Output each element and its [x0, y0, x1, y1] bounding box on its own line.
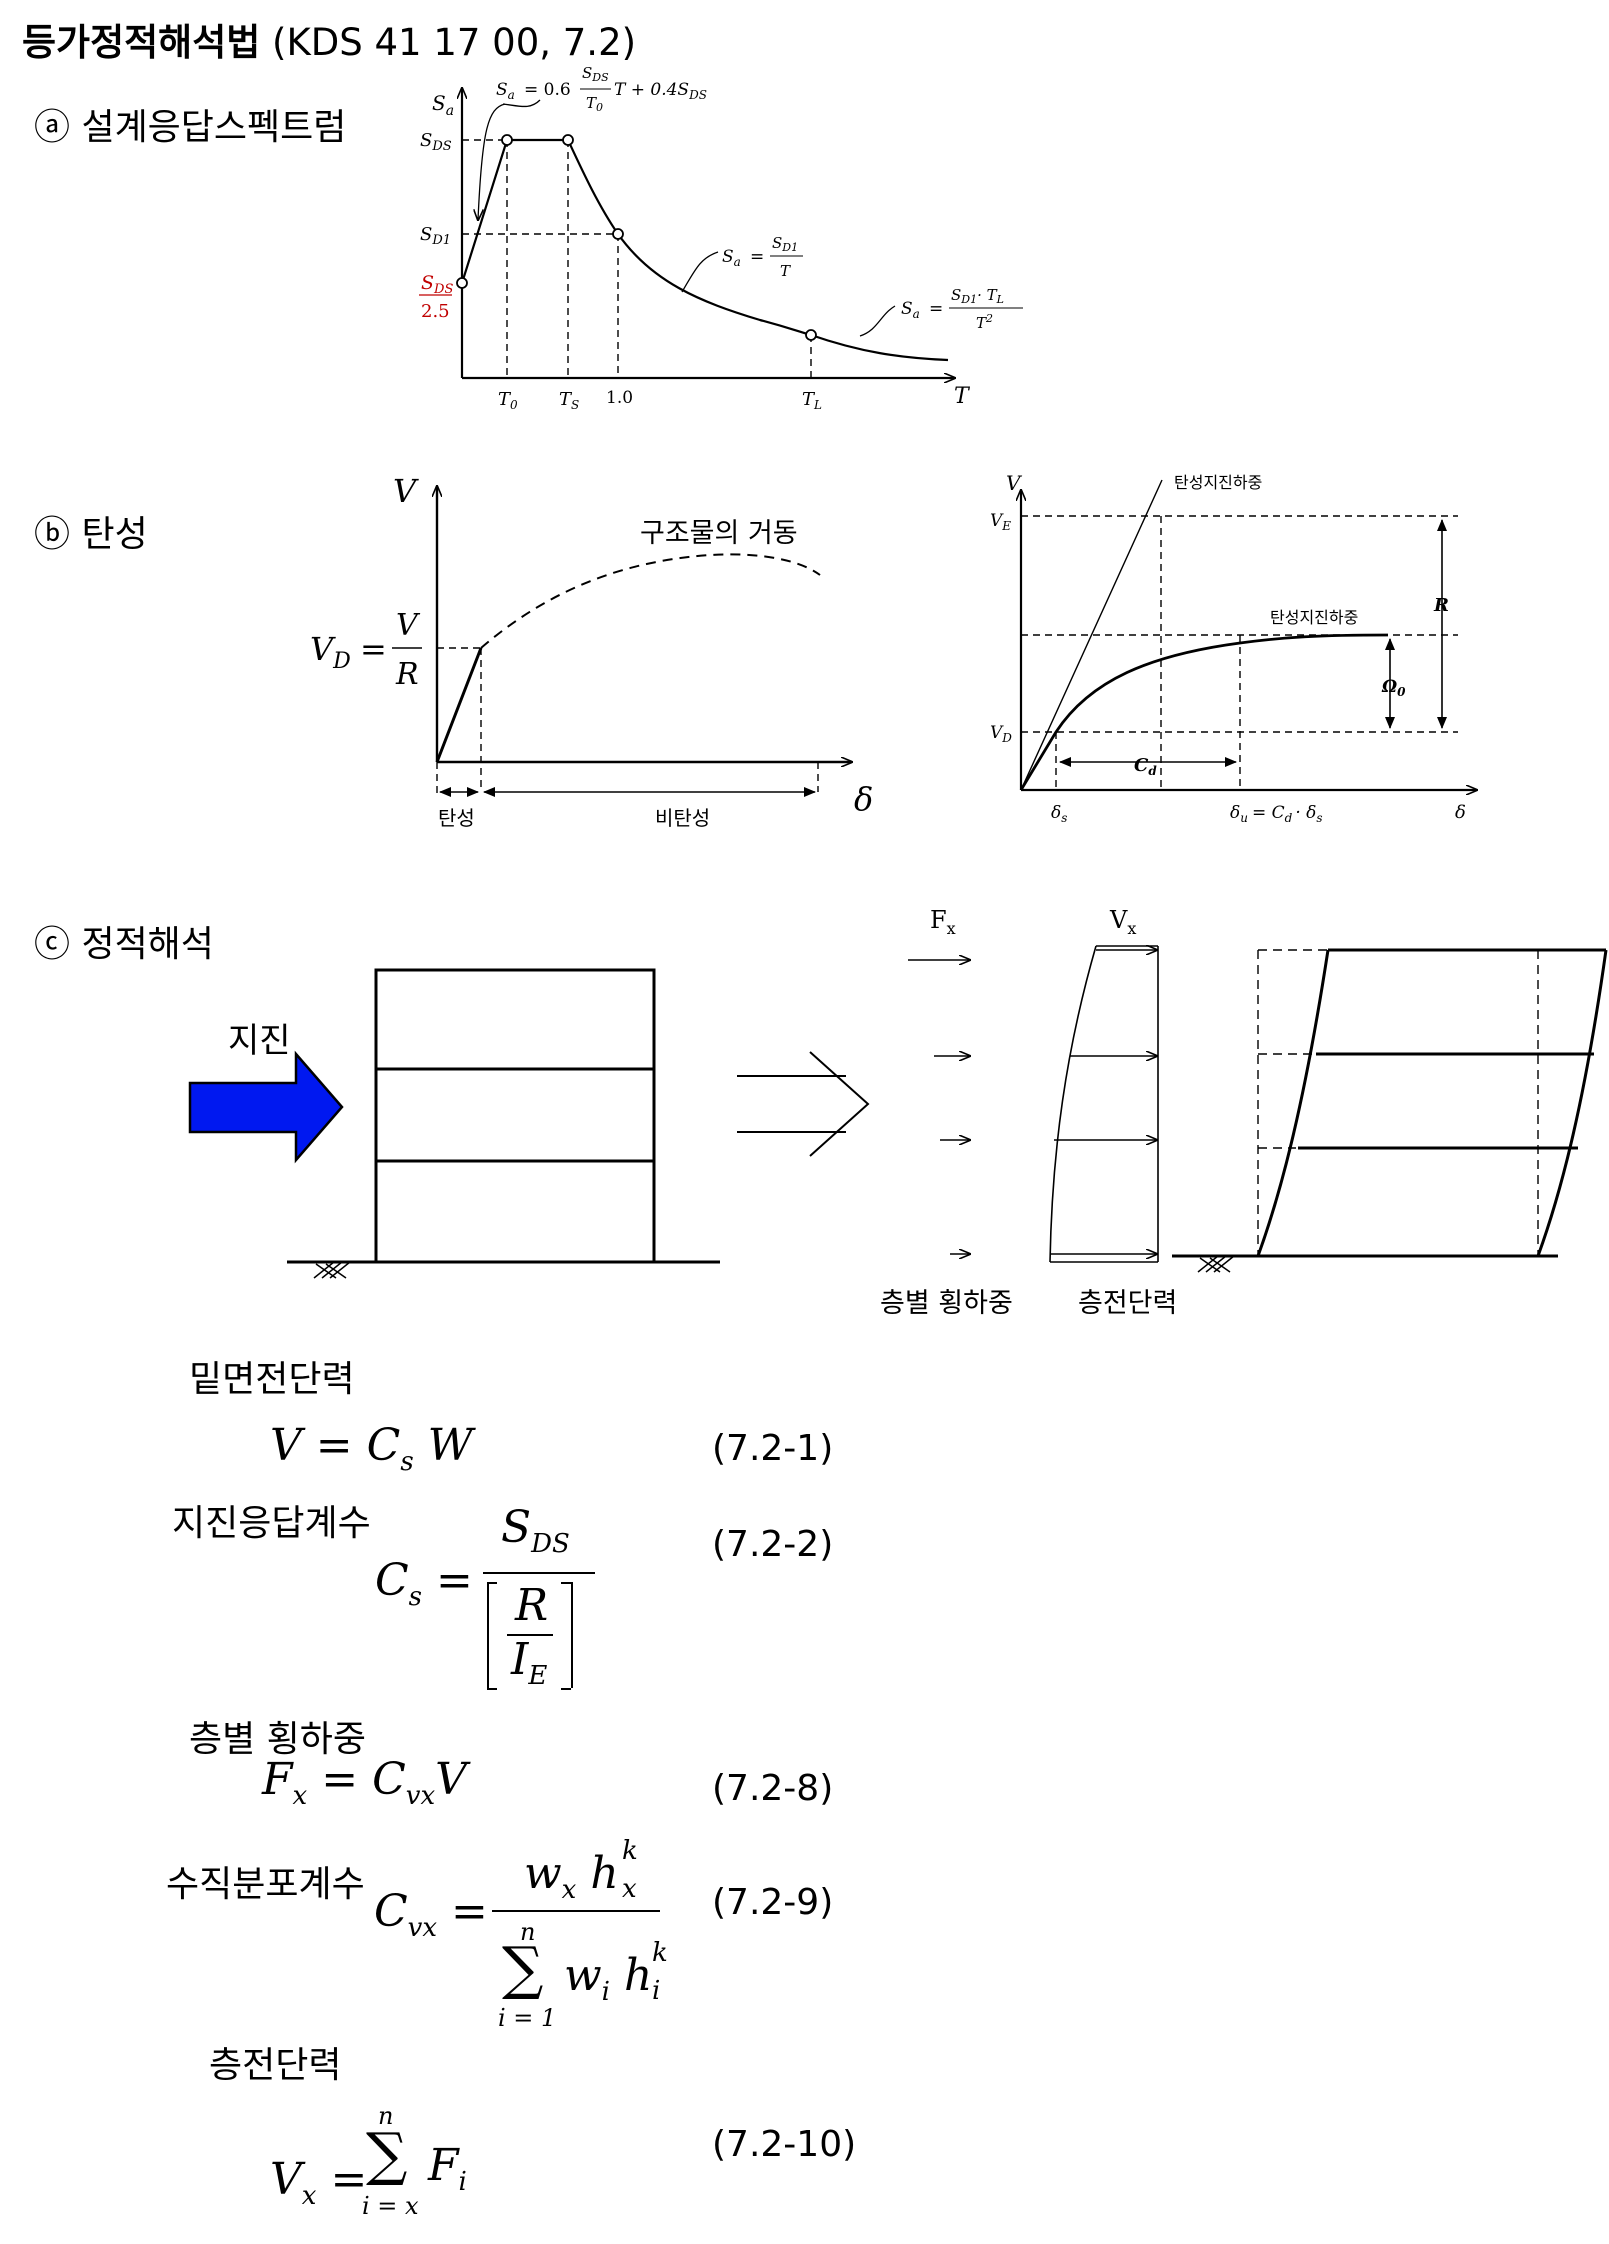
page-title-ref: (KDS 41 17 00, 7.2) [260, 21, 637, 64]
spectrum-ts-label: TS [559, 389, 579, 412]
behavior-label: 구조물의 거동 [640, 518, 798, 549]
formula-story-shear: Vx = n ∑ i = x Fi [270, 2102, 467, 2220]
elastic-right-guides [1021, 515, 1458, 790]
svg-text:SDS: SDS [421, 272, 453, 297]
spectrum-y-label: Sa [432, 91, 454, 119]
eq2-label: 지진응답계수 [172, 1503, 371, 1544]
eq3-label: 층별 횡하중 [189, 1719, 367, 1760]
spectrum-chart: Sa T SDS SD1 SDS 2.5 T0 TS 1.0 TL Sa = 0… [419, 64, 1023, 412]
story-shear-label: 층전단력 [1078, 1288, 1177, 1319]
implies-arrow-icon [737, 1051, 870, 1157]
spectrum-eq-velocity: Sa = SD1 T [722, 234, 803, 280]
svg-text:Sa: Sa [722, 247, 741, 269]
deformed-building [1172, 948, 1608, 1273]
formula-floor-force: Fx = CvxV [262, 1754, 467, 1811]
elastic-load-mid-label: 탄성지진하중 [1270, 608, 1358, 627]
eq4-number: (7.2-9) [712, 1882, 834, 1923]
quake-label: 지진 [228, 1021, 291, 1061]
ds-label: δs [1051, 803, 1067, 825]
vx-label: Vx [1109, 906, 1136, 938]
section-b-heading: ⓑ 탄성 [34, 514, 148, 555]
elastic-left-v-label: V [393, 472, 419, 510]
r-label: R [1433, 595, 1449, 616]
omega-label: Ω0 [1381, 677, 1406, 699]
eq4-label: 수직분포계수 [166, 1864, 365, 1905]
spectrum-sd1-label: SD1 [420, 224, 451, 248]
elastic-right-delta-label: δ [1455, 802, 1466, 823]
svg-text:SD1· TL: SD1· TL [951, 286, 1004, 306]
eq1-number: (7.2-1) [712, 1428, 834, 1469]
svg-text:=: = [750, 247, 764, 267]
floor-loads-label: 층별 횡하중 [880, 1288, 1013, 1319]
static-analysis: 지진 Fx Vx [188, 906, 1608, 1319]
svg-text:VD: VD [310, 630, 351, 674]
eq5-number: (7.2-10) [712, 2124, 857, 2165]
spectrum-eq-long: Sa = SD1· TL T2 [901, 286, 1023, 332]
svg-text:T0: T0 [586, 94, 603, 114]
elastic-line [435, 647, 483, 763]
svg-text:Sa: Sa [901, 299, 920, 321]
spectrum-t0-label: T0 [498, 389, 518, 412]
svg-text:T + 0.4SDS: T + 0.4SDS [614, 80, 707, 102]
spectrum-guides [462, 139, 812, 378]
svg-text:T: T [780, 262, 791, 280]
cd-label: Cd [1134, 755, 1157, 778]
eq2-number: (7.2-2) [712, 1524, 834, 1565]
svg-text:2.5: 2.5 [421, 301, 450, 322]
svg-text:Sa: Sa [496, 80, 515, 102]
inelastic-label: 비탄성 [655, 806, 710, 830]
formula-base-shear: V = Cs W [270, 1420, 473, 1477]
section-a-heading: ⓐ 설계응답스펙트럼 [34, 107, 347, 148]
svg-text:=: = [929, 299, 943, 319]
spectrum-x-label: T [954, 384, 971, 409]
svg-text:= 0.6: = 0.6 [524, 80, 571, 100]
elastic-left-delta-label: δ [854, 780, 873, 818]
eq5-label: 층전단력 [209, 2045, 342, 2086]
ground-hatch-left [313, 1261, 351, 1279]
floor-load-arrows [908, 960, 970, 1254]
eq3-number: (7.2-8) [712, 1768, 834, 1809]
elastic-label: 탄성 [438, 806, 475, 830]
svg-text:T2: T2 [976, 312, 993, 332]
svg-text:=: = [360, 630, 387, 668]
svg-text:R: R [395, 657, 419, 692]
spectrum-leaders [478, 99, 896, 337]
elastic-left-guides [437, 647, 819, 792]
behavior-curve [480, 553, 821, 649]
spectrum-eq-rise: Sa = 0.6 SDS T0 T + 0.4SDS [496, 64, 707, 114]
story-shear-diagram [1049, 946, 1159, 1263]
elastic-load-line [1020, 479, 1163, 791]
spectrum-curve [460, 138, 949, 362]
formula-vertical-dist: Cvx = wx h k x n ∑ i = 1 wi h k i [374, 1836, 668, 2032]
fx-label: Fx [930, 906, 956, 938]
spectrum-sds25-label: SDS 2.5 [419, 272, 453, 322]
svg-text:SD1: SD1 [772, 234, 798, 254]
du-label: δu= Cd· δs [1230, 803, 1323, 825]
quake-arrow-icon [188, 1050, 344, 1164]
eq1-label: 밑면전단력 [189, 1359, 355, 1400]
ve-label: VE [990, 511, 1011, 533]
elastic-right-chart: V VE VD 탄성지진하중 탄성지진하중 R Ω0 Cd δs δu= Cd·… [990, 471, 1477, 825]
page-title: 등가정적해석법 (KDS 41 17 00, 7.2) [22, 12, 636, 66]
diagram-canvas: Sa T SDS SD1 SDS 2.5 T0 TS 1.0 TL Sa = 0… [188, 64, 1608, 1319]
svg-text:SDS: SDS [582, 64, 609, 84]
page-title-main: 등가정적해석법 [22, 21, 261, 64]
vd-right-label: VD [990, 723, 1012, 745]
capacity-curve [1019, 633, 1389, 791]
spectrum-tl-label: TL [802, 389, 822, 412]
elastic-right-v-label: V [1006, 471, 1023, 495]
elastic-load-top-label: 탄성지진하중 [1174, 473, 1262, 492]
section-c-heading: ⓒ 정적해석 [34, 924, 214, 965]
svg-text:V: V [396, 608, 421, 643]
elastic-left-chart: V δ VD = V R 구조물의 거동 탄성 비탄성 [310, 472, 873, 830]
spectrum-nodes [456, 134, 817, 341]
spectrum-one-label: 1.0 [606, 388, 633, 408]
vd-equation: VD = V R [310, 608, 422, 692]
formula-response-coef: Cs = SDS R IE [375, 1500, 595, 1700]
building-frame [287, 968, 720, 1264]
spectrum-sds-label: SDS [420, 130, 452, 154]
